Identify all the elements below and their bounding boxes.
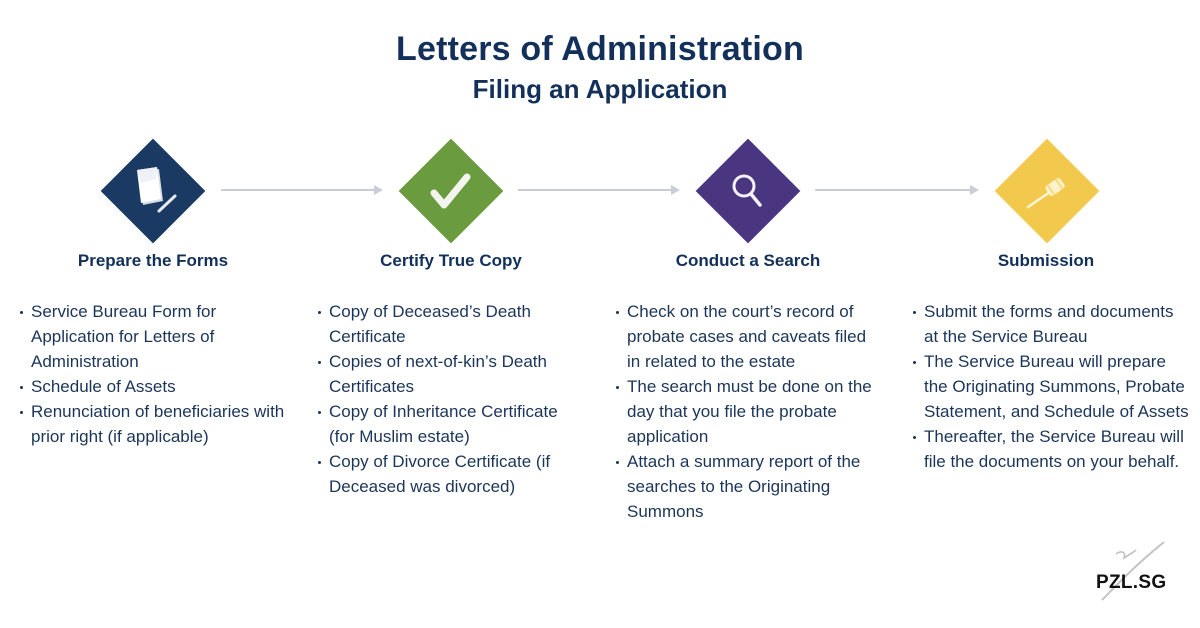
step-4-badge bbox=[994, 138, 1100, 244]
list-item: Copy of Divorce Certificate (if Deceased… bbox=[318, 449, 580, 499]
list-item: Copy of Inheritance Certificate (for Mus… bbox=[318, 399, 580, 449]
list-item: Thereafter, the Service Bureau will file… bbox=[913, 424, 1189, 474]
list-item: The Service Bureau will prepare the Orig… bbox=[913, 349, 1189, 424]
step-1-title: Prepare the Forms bbox=[77, 251, 229, 270]
flow-arrow-2 bbox=[518, 185, 680, 195]
step-2-badge bbox=[398, 138, 504, 244]
step-2-title: Certify True Copy bbox=[380, 251, 522, 270]
step-4-list: Submit the forms and documents at the Se… bbox=[913, 299, 1189, 474]
list-item: Attach a summary report of the searches … bbox=[616, 449, 882, 524]
list-item: Submit the forms and documents at the Se… bbox=[913, 299, 1189, 349]
list-item: Renunciation of beneficiaries with prior… bbox=[20, 399, 292, 449]
logo-swoosh-icon bbox=[1101, 541, 1165, 601]
list-item: Copy of Deceased’s Death Certificate bbox=[318, 299, 580, 349]
flow-arrow-3 bbox=[815, 185, 979, 195]
step-2-list: Copy of Deceased’s Death Certificate Cop… bbox=[318, 299, 580, 499]
gavel-icon bbox=[1026, 178, 1065, 209]
list-item: Check on the court’s record of probate c… bbox=[616, 299, 882, 374]
list-item: Service Bureau Form for Application for … bbox=[20, 299, 292, 374]
step-3-list: Check on the court’s record of probate c… bbox=[616, 299, 882, 524]
step-1-badge bbox=[100, 138, 206, 244]
step-3-badge bbox=[695, 138, 801, 244]
brand-logo[interactable]: PZL.SG bbox=[1096, 572, 1167, 593]
page-title: Letters of Administration bbox=[396, 30, 804, 68]
step-3-title: Conduct a Search bbox=[675, 251, 821, 270]
list-item: Schedule of Assets bbox=[20, 374, 292, 399]
magnifier-icon bbox=[732, 174, 762, 207]
checkmark-icon bbox=[430, 173, 471, 209]
step-1-list: Service Bureau Form for Application for … bbox=[20, 299, 292, 449]
flow-arrow-1 bbox=[221, 185, 383, 195]
document-pen-icon bbox=[137, 167, 177, 213]
step-4-title: Submission bbox=[997, 251, 1095, 270]
list-item: The search must be done on the day that … bbox=[616, 374, 882, 449]
page-subtitle: Filing an Application bbox=[472, 74, 728, 104]
list-item: Copies of next-of-kin’s Death Certificat… bbox=[318, 349, 580, 399]
